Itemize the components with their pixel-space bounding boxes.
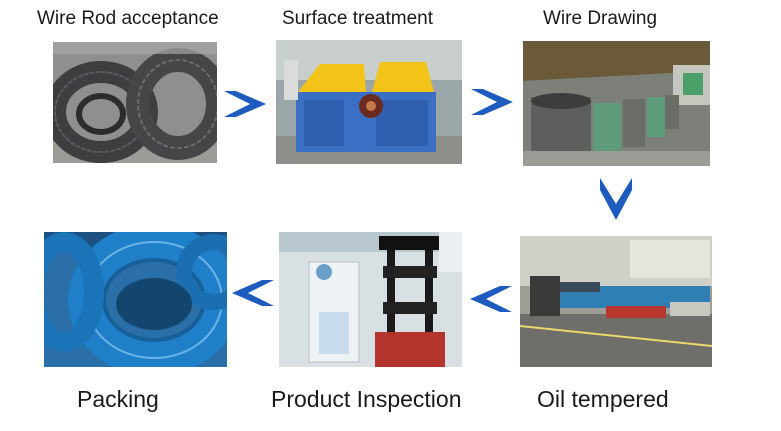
left-arrow-icon bbox=[468, 282, 514, 316]
step-label-wire-rod-acceptance: Wire Rod acceptance bbox=[37, 8, 219, 29]
tensile-testing-machine-image bbox=[279, 232, 462, 367]
steel-wire-coils-image bbox=[53, 42, 217, 163]
wire-drawing-line-image bbox=[523, 41, 710, 166]
step-label-surface-treatment: Surface treatment bbox=[282, 8, 434, 29]
right-arrow-icon bbox=[469, 85, 517, 119]
step-label-product-inspection: Product Inspection bbox=[271, 386, 462, 412]
step-label-wire-drawing: Wire Drawing bbox=[543, 8, 658, 29]
right-arrow-icon bbox=[222, 87, 270, 121]
left-arrow-icon bbox=[230, 276, 276, 310]
blue-wrapped-coils-image bbox=[44, 232, 227, 367]
surface-treatment-machine-image bbox=[276, 40, 462, 164]
step-label-oil-tempered: Oil tempered bbox=[537, 386, 669, 412]
step-label-packing: Packing bbox=[77, 386, 159, 412]
down-arrow-icon bbox=[596, 176, 636, 224]
oil-tempering-line-image bbox=[520, 236, 712, 367]
